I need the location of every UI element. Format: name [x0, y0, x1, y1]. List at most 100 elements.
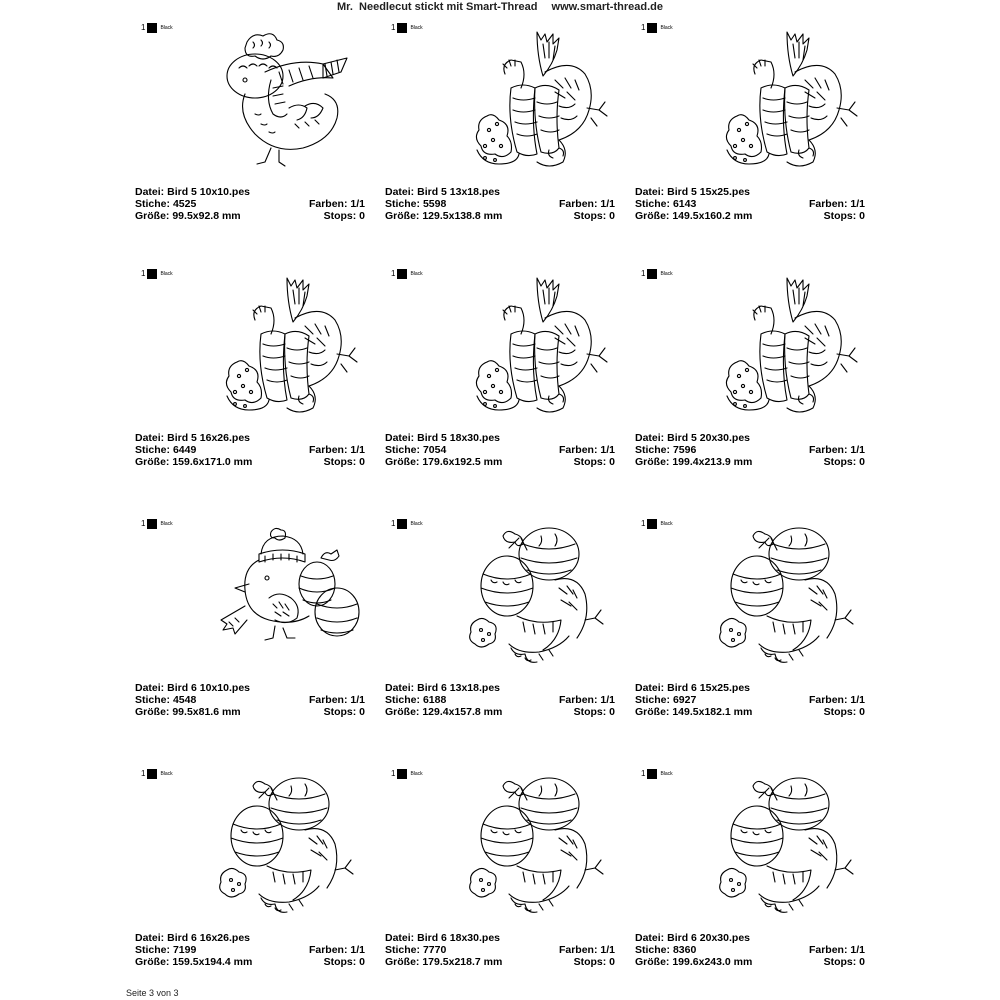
- color-count-line: Farben: 1/1: [558, 944, 615, 956]
- file-name: Bird 6 20x30.pes: [667, 932, 750, 944]
- thread-color-name: Black: [160, 271, 173, 277]
- stop-count: 0: [359, 210, 365, 222]
- file-name: Bird 5 13x18.pes: [417, 186, 500, 198]
- file-name: Bird 6 13x18.pes: [417, 682, 500, 694]
- design-size: 199.6x243.0 mm: [672, 956, 753, 968]
- design-size: 149.5x160.2 mm: [672, 210, 753, 222]
- color-count-line: Farben: 1/1: [808, 444, 865, 456]
- embroidery-bird-icon: [719, 527, 854, 663]
- design-size: 159.5x194.4 mm: [172, 956, 253, 968]
- embroidery-bird-icon: [475, 31, 608, 167]
- color-count-line: Farben: 1/1: [308, 694, 365, 706]
- thread-color-number: 1: [391, 519, 396, 528]
- thread-color-swatch: [647, 23, 658, 33]
- thread-color-name: Black: [160, 25, 173, 31]
- file-name-line: Datei: Bird 6 10x10.pes: [135, 682, 250, 694]
- file-name: Bird 5 20x30.pes: [667, 432, 750, 444]
- design-preview: [709, 774, 869, 924]
- design-preview: [709, 524, 869, 674]
- thread-color-swatch: [397, 23, 408, 33]
- stitch-count: 4525: [172, 198, 197, 210]
- thread-color-name: Black: [410, 771, 423, 777]
- stitch-count-line: Stiche: 7199: [135, 944, 197, 956]
- stop-count-line: Stops: 0: [573, 456, 615, 468]
- thread-color-swatch: [647, 769, 658, 779]
- thread-color-name: Black: [160, 521, 173, 527]
- color-count-line: Farben: 1/1: [558, 694, 615, 706]
- stitch-count-line: Stiche: 6927: [635, 694, 697, 706]
- design-size-line: Größe: 99.5x81.6 mm: [135, 706, 241, 718]
- embroidery-bird-icon: [219, 777, 354, 913]
- design-size-line: Größe: 149.5x182.1 mm: [635, 706, 753, 718]
- color-count-line: Farben: 1/1: [808, 694, 865, 706]
- stitch-count: 6927: [672, 694, 697, 706]
- design-size-line: Größe: 129.4x157.8 mm: [385, 706, 503, 718]
- stop-count: 0: [609, 456, 615, 468]
- header-title: Mr. Needlecut stickt mit Smart-Thread: [337, 1, 538, 13]
- stitch-count: 6449: [172, 444, 197, 456]
- color-count: 1/1: [350, 694, 365, 706]
- file-name-line: Datei: Bird 5 10x10.pes: [135, 186, 250, 198]
- stop-count: 0: [859, 456, 865, 468]
- stop-count-line: Stops: 0: [823, 706, 865, 718]
- color-count-line: Farben: 1/1: [308, 198, 365, 210]
- thread-color-swatch: [397, 519, 408, 529]
- design-preview: [209, 28, 369, 178]
- stitch-count: 6143: [672, 198, 697, 210]
- design-size: 199.4x213.9 mm: [672, 456, 753, 468]
- stitch-count-line: Stiche: 8360: [635, 944, 697, 956]
- embroidery-bird-icon: [226, 33, 348, 167]
- color-count: 1/1: [600, 944, 615, 956]
- stitch-count-line: Stiche: 6188: [385, 694, 447, 706]
- thread-color-number: 1: [141, 519, 146, 528]
- design-preview: [209, 774, 369, 924]
- color-count-line: Farben: 1/1: [558, 198, 615, 210]
- thread-color-swatch: [147, 769, 158, 779]
- thread-color-legend: 1 Black: [391, 768, 423, 780]
- embroidery-bird-icon: [719, 777, 854, 913]
- color-count-line: Farben: 1/1: [808, 198, 865, 210]
- design-size: 159.6x171.0 mm: [172, 456, 253, 468]
- color-count: 1/1: [600, 694, 615, 706]
- stitch-count: 7596: [672, 444, 697, 456]
- design-size: 179.5x218.7 mm: [422, 956, 503, 968]
- thread-color-swatch: [647, 269, 658, 279]
- page-number: Seite 3 von 3: [126, 988, 179, 998]
- stitch-count-line: Stiche: 4548: [135, 694, 197, 706]
- thread-color-swatch: [147, 23, 158, 33]
- stop-count: 0: [859, 706, 865, 718]
- design-size-line: Größe: 129.5x138.8 mm: [385, 210, 503, 222]
- thread-color-swatch: [397, 769, 408, 779]
- stop-count-line: Stops: 0: [323, 210, 365, 222]
- stitch-count: 6188: [422, 694, 447, 706]
- color-count: 1/1: [600, 444, 615, 456]
- design-preview: [459, 28, 619, 178]
- thread-color-number: 1: [391, 769, 396, 778]
- design-size: 129.4x157.8 mm: [422, 706, 503, 718]
- design-preview: [709, 28, 869, 178]
- thread-color-number: 1: [641, 23, 646, 32]
- stitch-count: 7199: [172, 944, 197, 956]
